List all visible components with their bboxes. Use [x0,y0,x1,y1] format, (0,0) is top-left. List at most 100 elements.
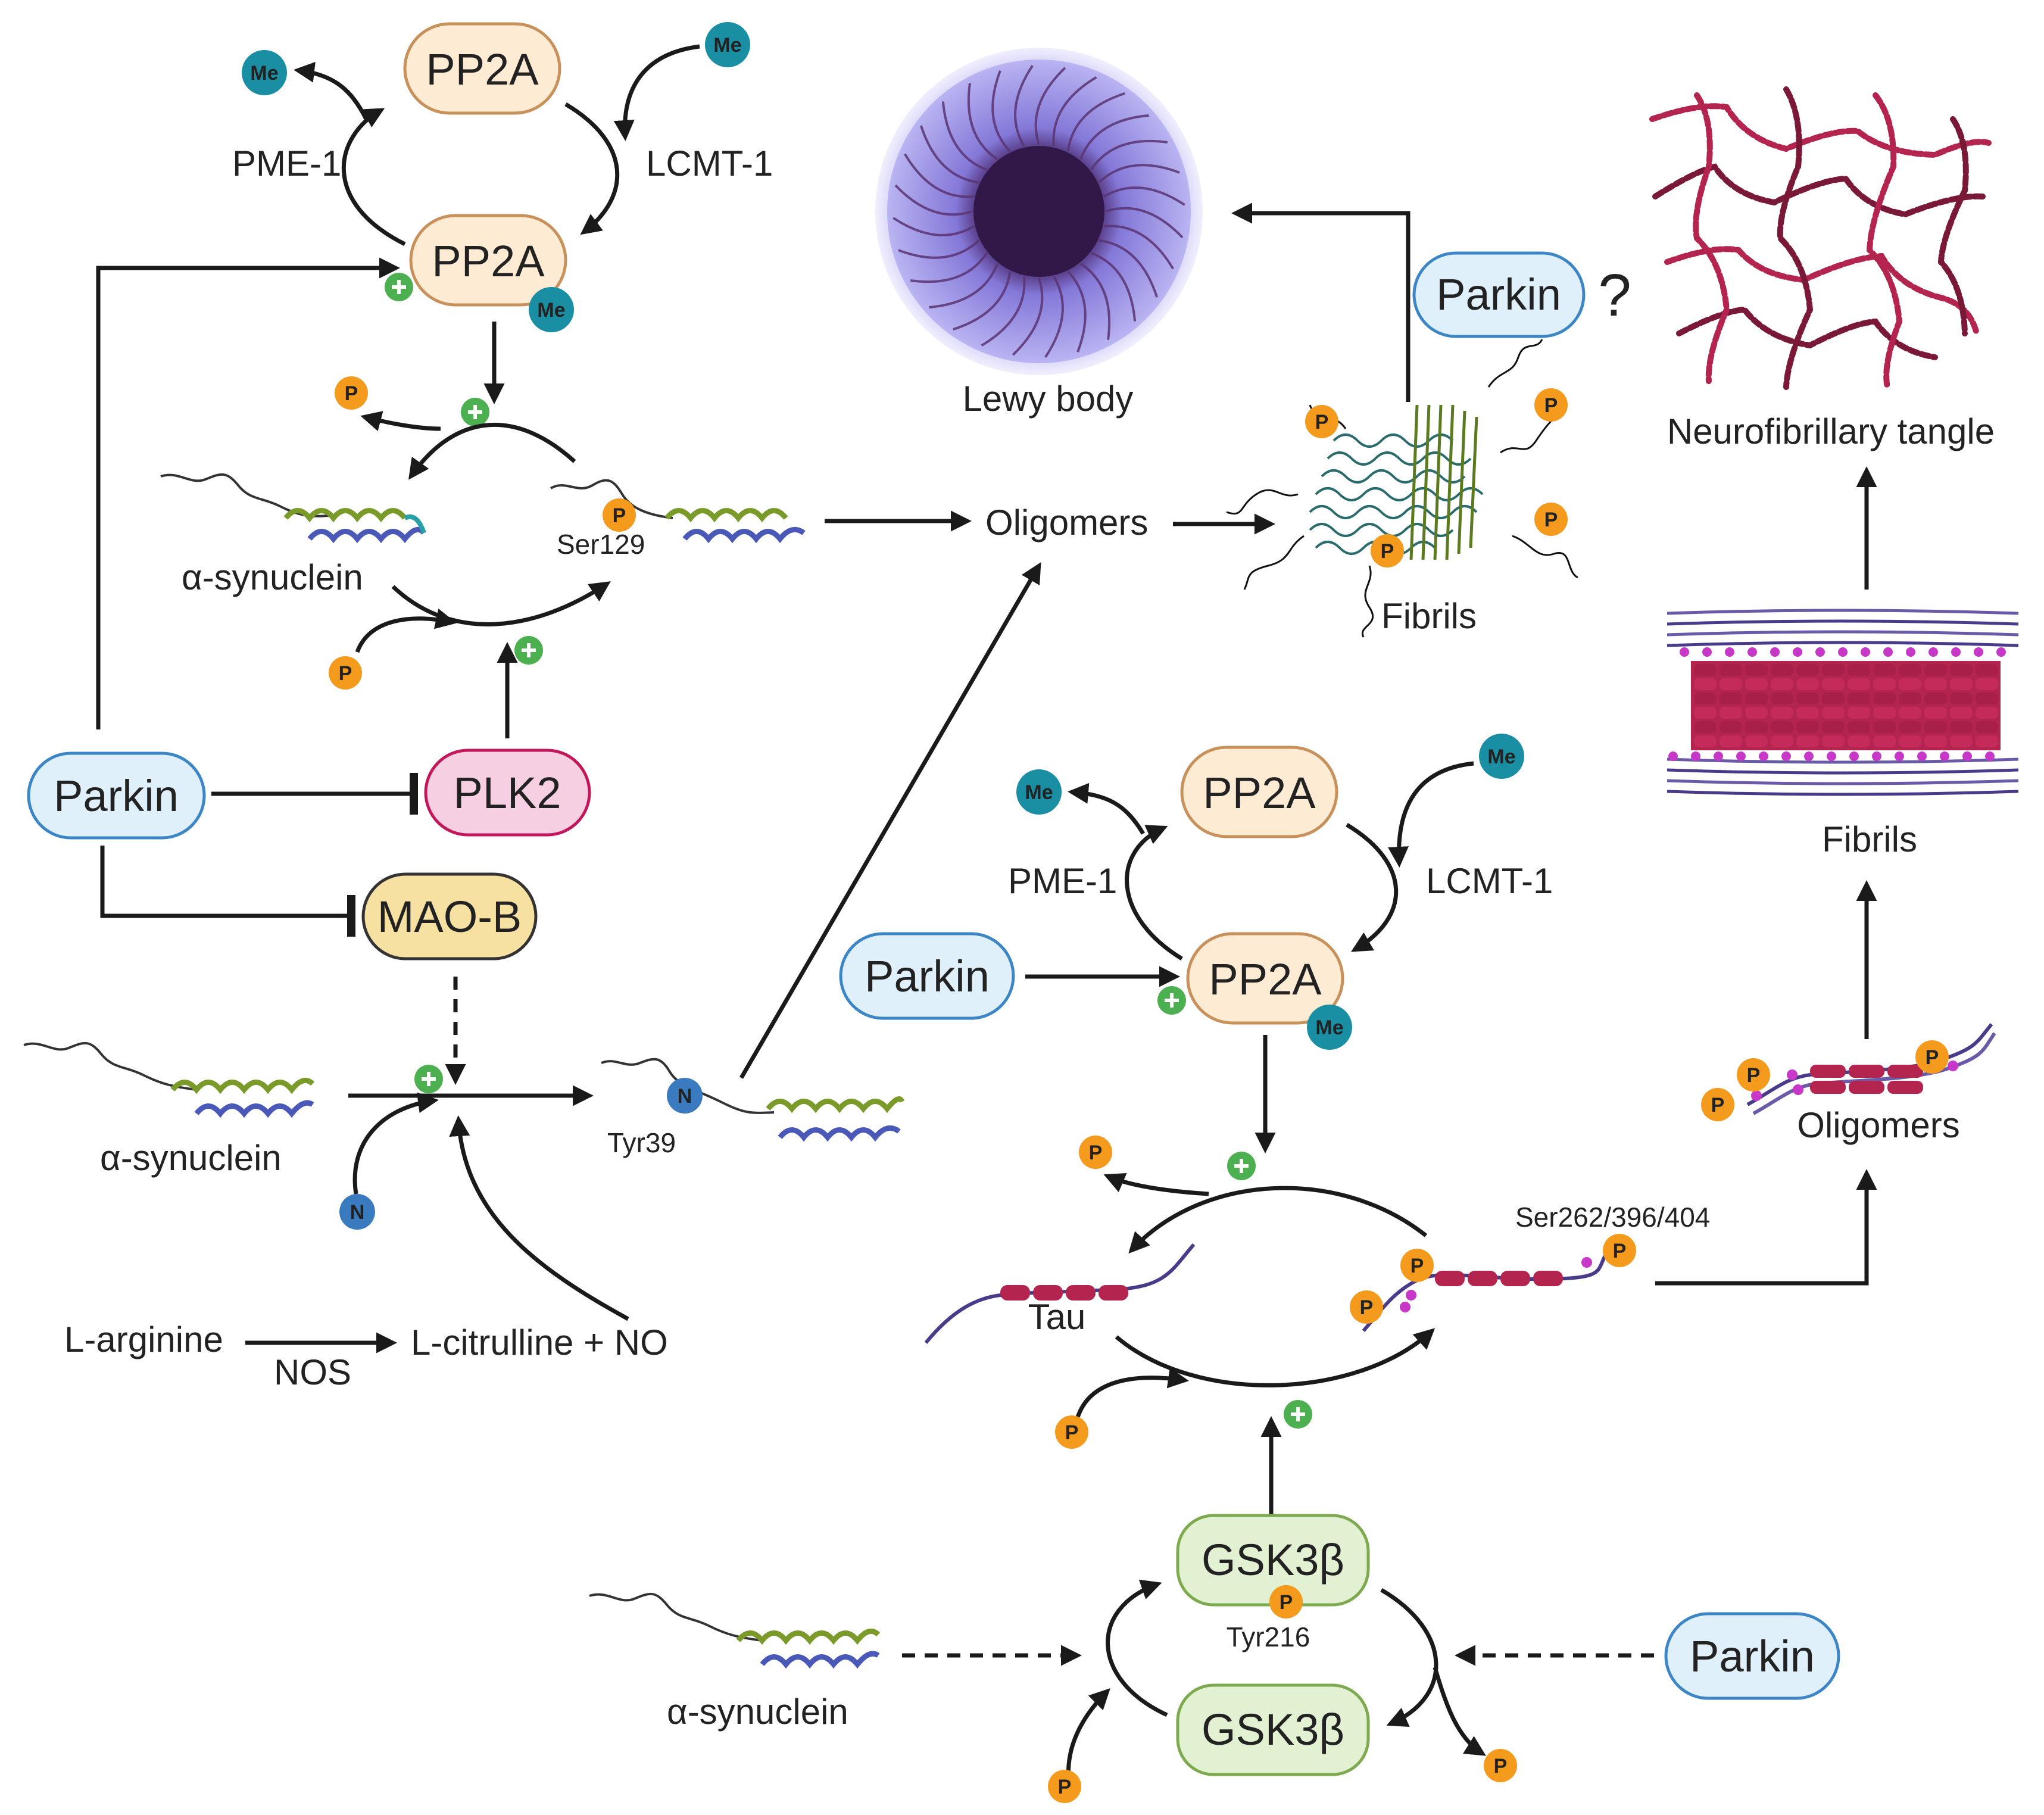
tau-fibril-bead [1745,721,1768,733]
pme1-label: PME-1 [232,144,341,183]
tau-fibril-bead [1694,721,1717,733]
tau-fibril-bead [1976,735,1998,747]
tau-fibril-phospho-site [1725,647,1734,657]
lcmt1-methyl-arrow-mid [1388,761,1474,868]
phospho-tau-to-oligomers-arrow [1655,1169,1877,1286]
tau-fibril-bead [1950,678,1973,690]
svg-text:P: P [1065,1421,1079,1444]
l-arginine-label: L-arginine [64,1320,223,1359]
p-badge-oligomer-2: P [1701,1088,1734,1121]
tau-fibril-bead [1822,693,1845,704]
neurofibrillary-tangle-image [1649,86,1992,390]
lewy-filament [1067,270,1087,353]
tau-fibril-phospho-site [1668,751,1678,761]
lewy-filament [1052,76,1097,146]
p-badge-fibril-1: P [1305,405,1338,438]
parkin-node-bottom [1664,1612,1840,1700]
parkin-node-left [27,751,206,840]
tau-fibril-image [1667,609,2019,796]
pme1-arrow [341,108,406,247]
tau-fibril-strand [1667,609,2019,615]
tau-fibril-bead [1720,693,1742,704]
tau-fibril-bead [1771,664,1793,676]
tau-fibril-bead [1796,707,1819,719]
ser129-cycle: P P α-synuclein P Se [160,376,806,690]
tau-fibril-bead [1694,678,1717,690]
pp2a-methylated-node-top [409,214,567,307]
synuclein-fibril-image: P P P P [1226,339,1578,638]
phos-ser129-arrow [391,581,611,626]
tau-fibril-phospho-site [1747,647,1757,657]
tau-fibril-phospho-site [1974,647,1983,657]
lewy-filament [1104,224,1174,270]
plus-badge-dephos-top [461,398,489,426]
lewy-filament [1099,239,1159,298]
tau-fibril-bead [1720,721,1742,733]
dephos-ser129-arrow [408,422,576,480]
lewy-filament [894,184,973,216]
tau-fibril-bead [1899,707,1921,719]
alpha-synuclein-protein-top-left [160,473,426,544]
neurofibrillary-tangle-label: Neurofibrillary tangle [1667,411,1995,451]
tau-fibril-bead [1822,721,1845,733]
nos-label: NOS [274,1352,351,1392]
svg-text:Me: Me [713,34,741,57]
pme1-label-mid: PME-1 [1008,861,1117,901]
tau-fibril-bead [1720,664,1742,676]
svg-text:Me: Me [1487,746,1515,768]
tau-fibril-bead [1950,707,1973,719]
svg-text:P: P [1410,1255,1424,1277]
tau-fibril-bead [1924,664,1947,676]
p-badge-fibril-2: P [1534,388,1568,422]
p-badge-fibril-4: P [1371,534,1404,567]
tau-fibril-bead [1720,678,1742,690]
tau-fibril-bead [1899,664,1921,676]
lewy-filament [991,70,1011,152]
tau-fibril-bead [1924,693,1947,704]
p-badge-released-top: P [335,376,368,410]
lcmt1-label: LCMT-1 [646,144,773,183]
oligomers-label-tau: Oligomers [1797,1105,1959,1145]
lewy-body-image [875,48,1203,375]
tau-fibril-strand [1667,768,2019,775]
tau-fibril-bead [1796,664,1819,676]
gsk3b-active-node-label: GSK3β [1202,1535,1344,1585]
tau-fibril-phospho-site [1872,751,1881,761]
svg-text:Me: Me [537,299,565,322]
gsk-inactivation-arrow [1380,1588,1438,1727]
gsk3b-inactive-node [1176,1683,1370,1776]
plus-badge-plk2 [514,636,543,665]
p-release-arrow-tau [1103,1172,1209,1196]
tau-fibril-bead [1694,693,1717,704]
svg-text:P: P [1315,411,1329,434]
parkin-node-left-label: Parkin [54,771,179,821]
tau-fibril-bead [1976,707,1998,719]
svg-text:P: P [339,662,352,685]
tau-fibril-phospho-site [1928,647,1938,657]
nft-filament [1664,246,1980,336]
p-badge-fibril-3: P [1534,503,1568,536]
pme1-demethyl-arrow-mid [1068,782,1146,835]
me-badge-top-left: Me [242,50,287,95]
phospho-tau-protein [1362,1249,1609,1332]
tau-fibril-phospho-site [1759,751,1768,761]
svg-text:P: P [1494,1755,1508,1777]
tau-fibril-phospho-site [1827,751,1836,761]
svg-text:Me: Me [1315,1016,1343,1039]
parkin-inhibits-maob [100,846,355,937]
lcmt1-methyl-arrow [613,44,700,141]
tau-fibril-bead [1720,735,1742,747]
svg-text:N: N [678,1085,692,1108]
me-badge-pp2a-methylated-mid: Me [1307,1005,1352,1050]
tau-fibril-bead [1694,664,1717,676]
svg-text:P: P [1360,1296,1374,1319]
plk2-node-label: PLK2 [453,768,561,818]
p-badge-phospho-tau-3: P [1603,1234,1636,1267]
lewy-filament [1044,276,1064,358]
tau-fibril-bead [1976,664,1998,676]
lewy-filament [1090,139,1168,171]
parkin-node-bottom-label: Parkin [1690,1632,1815,1681]
lcmt1-label-mid: LCMT-1 [1426,861,1553,901]
lewy-filament [893,217,975,236]
nft-filament [1649,103,1992,158]
